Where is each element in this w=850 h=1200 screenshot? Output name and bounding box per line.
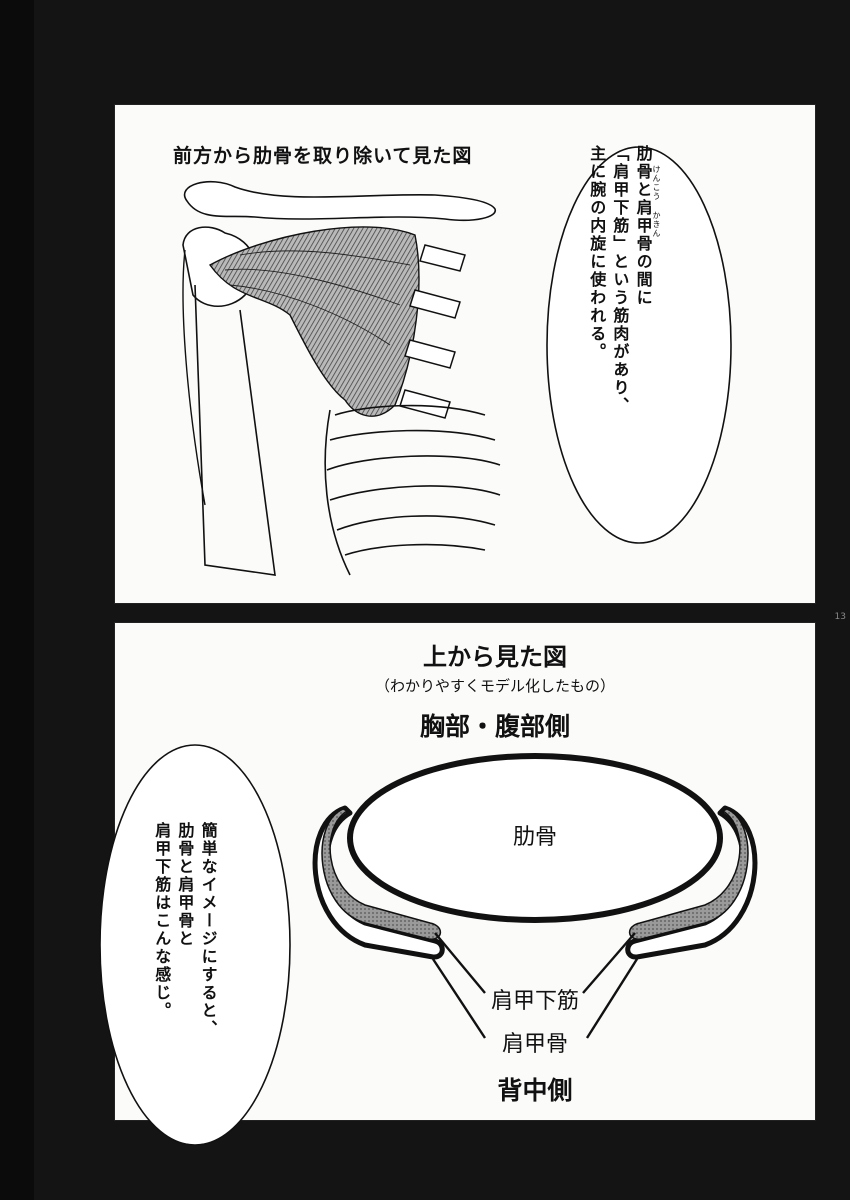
back-side-label: 背中側 [497, 1076, 573, 1105]
speech-bubble-text-bottom: 簡単なイメージにすると、 肋骨と肩甲骨と 肩甲下筋はこんな感じ。 [152, 822, 218, 1038]
page-number: 13 [834, 612, 846, 622]
diagram-title: 上から見た図 [423, 643, 567, 671]
scapula-label: 肩甲骨 [501, 1032, 568, 1057]
rib-oval [347, 753, 723, 923]
leader-lines [431, 932, 639, 1039]
top-view-model-diagram [312, 753, 758, 1039]
front-side-label: 胸部・腹部側 [419, 712, 570, 741]
diagram-panel-top-view: 上から見た図 （わかりやすくモデル化したもの） 胸部・腹部側 肋骨 肩甲下筋 肩… [114, 622, 816, 1121]
clavicle-bone [183, 180, 496, 222]
speech-bubble-text: 肋骨と肩甲骨の間に 「肩甲下筋」という筋肉があり、 主に腕の内旋に使われる。 [587, 145, 653, 415]
subscapularis-muscle [208, 226, 420, 417]
panel-caption: 前方から肋骨を取り除いて見た図 [173, 145, 473, 167]
rib-stubs [399, 244, 466, 419]
furigana-kenko: けんこう [652, 165, 661, 201]
shoulder-anatomy-illustration [182, 180, 501, 576]
humerus-bone [194, 284, 276, 576]
rib-cage [324, 404, 501, 576]
subscapularis-label: 肩甲下筋 [490, 989, 579, 1014]
furigana-kakin: かきん [652, 211, 661, 238]
anatomy-panel-front-view: 前方から肋骨を取り除いて見た図 肋骨と肩甲骨の間に 「肩甲下筋」という筋肉があり… [114, 104, 816, 604]
rib-label: 肋骨 [512, 825, 557, 850]
diagram-subtitle: （わかりやすくモデル化したもの） [374, 677, 615, 695]
